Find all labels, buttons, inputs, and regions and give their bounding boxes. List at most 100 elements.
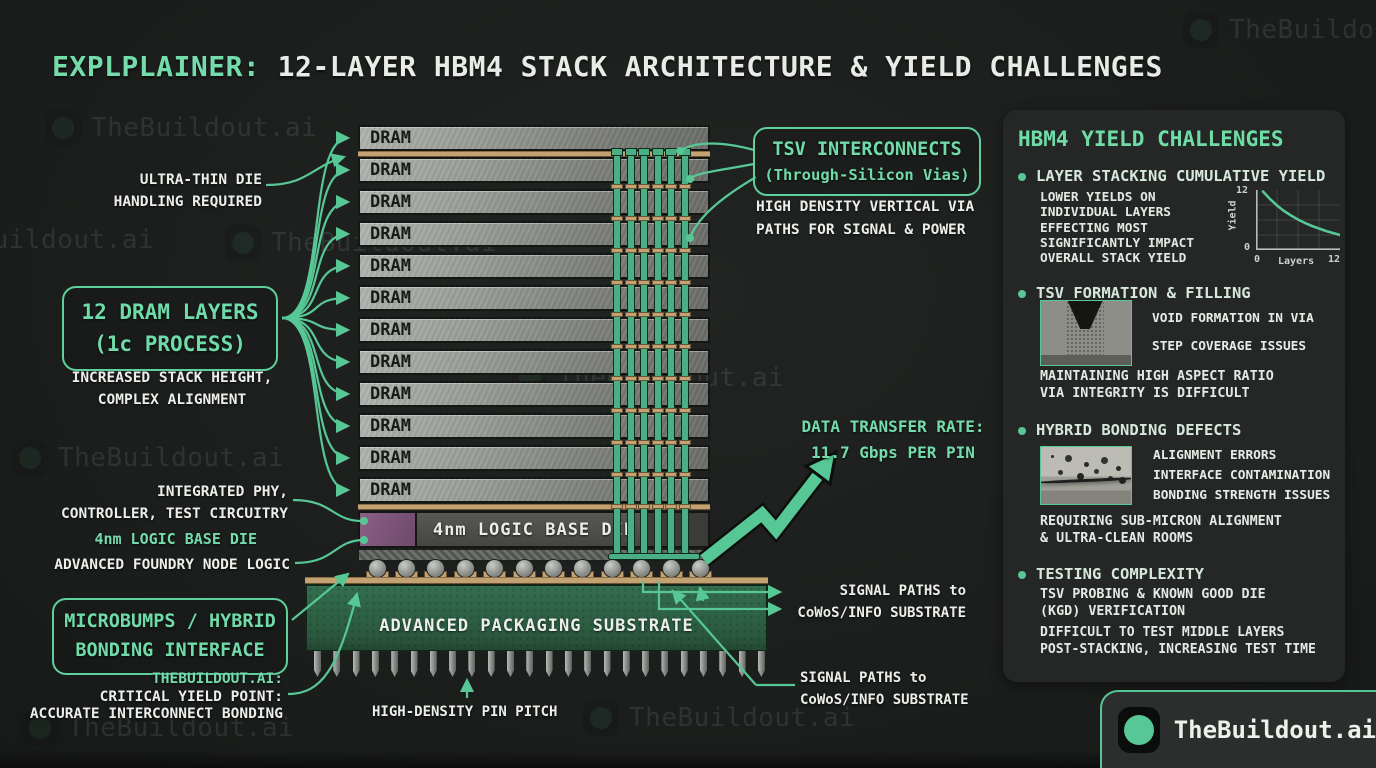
dram-layer: DRAM bbox=[358, 125, 710, 151]
yield-curve-svg bbox=[1256, 190, 1342, 251]
watermark-logo-dot bbox=[590, 707, 612, 729]
section-body-testing-1: TSV PROBING & KNOWN GOOD DIE (KGD) VERIF… bbox=[1040, 587, 1266, 620]
substrate-pin bbox=[526, 651, 534, 677]
signal-bottom-line1: SIGNAL PATHS to bbox=[800, 670, 927, 686]
foundry-note: ADVANCED FOUNDRY NODE LOGIC bbox=[54, 557, 290, 573]
section-body-stacking: LOWER YIELDS ON INDIVIDUAL LAYERS EFFECT… bbox=[1040, 190, 1195, 267]
tsv-pad bbox=[638, 503, 650, 509]
tsv-pad bbox=[665, 215, 677, 221]
dram-fan-arrow bbox=[281, 316, 351, 338]
tsv-pad bbox=[638, 247, 650, 253]
microbumps-box-line1: MICROBUMPS / HYBRID bbox=[64, 611, 276, 632]
signal-top-line2: CoWoS/INFO SUBSTRATE bbox=[797, 604, 966, 621]
tsv-pad bbox=[638, 311, 650, 317]
x-min-tick: 0 bbox=[1254, 254, 1261, 265]
dram-box-line1: 12 DRAM LAYERS bbox=[81, 300, 259, 324]
tsv-pad bbox=[678, 247, 691, 253]
logic-die-label: 4nm LOGIC BASE DIE bbox=[432, 519, 636, 540]
yield-curve bbox=[1261, 190, 1342, 237]
section-body-tsv: MAINTAINING HIGH ASPECT RATIO VIA INTEGR… bbox=[1040, 369, 1274, 402]
tsv-pad bbox=[665, 503, 677, 509]
tsv-pad bbox=[624, 311, 637, 317]
microbump bbox=[455, 559, 475, 578]
tsv-pad bbox=[611, 215, 623, 221]
watermark-text: TheBuildout.ai bbox=[629, 703, 856, 733]
tsv-note-line2: PATHS FOR SIGNAL & POWER bbox=[756, 222, 966, 239]
microbump bbox=[690, 559, 710, 578]
tsv-pad bbox=[638, 439, 650, 445]
watermark-logo-icon bbox=[12, 440, 48, 476]
section-header-tsv: TSV FORMATION & FILLING bbox=[1018, 284, 1251, 302]
x-max-tick: 12 bbox=[1328, 254, 1341, 265]
dram-fan-arrows bbox=[281, 130, 351, 498]
stack-note-line1: INCREASED STACK HEIGHT, bbox=[71, 370, 273, 386]
tsv-pad bbox=[665, 279, 677, 285]
strength-issues-label: BONDING STRENGTH ISSUES bbox=[1153, 488, 1331, 503]
substrate-pin bbox=[468, 651, 476, 677]
substrate-pin bbox=[603, 651, 611, 677]
tsv-pad bbox=[651, 215, 664, 221]
brand-logo-icon bbox=[1118, 707, 1160, 753]
tsv-pad bbox=[665, 471, 677, 477]
dram-layers-box: 12 DRAM LAYERS (1c PROCESS) bbox=[62, 286, 278, 371]
watermark-text: TheBuildout.ai bbox=[58, 443, 285, 473]
brand-card: TheBuildout.ai bbox=[1100, 690, 1376, 768]
substrate-pin bbox=[661, 651, 669, 677]
data-rate-arrow bbox=[698, 449, 839, 567]
dram-layer: DRAM bbox=[358, 317, 710, 343]
ultra-thin-connector bbox=[265, 153, 347, 187]
bonding-layer-strip bbox=[358, 151, 710, 157]
tsv-pad bbox=[665, 343, 677, 349]
tsv-micrograph bbox=[1040, 300, 1132, 366]
tsv-column bbox=[667, 152, 675, 557]
tsv-pad bbox=[611, 407, 623, 413]
substrate-pin bbox=[507, 651, 514, 677]
dram-layer: DRAM bbox=[358, 253, 710, 279]
section-header-bonding: HYBRID BONDING DEFECTS bbox=[1018, 421, 1241, 439]
tsv-column bbox=[653, 152, 662, 557]
dram-layer-label: DRAM bbox=[370, 320, 411, 340]
dram-layer-label: DRAM bbox=[370, 288, 411, 308]
watermark-logo-icon bbox=[22, 710, 58, 746]
tsv-pad bbox=[611, 311, 623, 317]
tsv-pad bbox=[611, 375, 623, 381]
data-rate-note: DATA TRANSFER RATE: 11.7 Gbps PER PIN bbox=[793, 414, 993, 467]
tsv-pad bbox=[624, 439, 637, 445]
substrate-top-strip bbox=[305, 577, 768, 584]
substrate-pin bbox=[757, 651, 765, 677]
substrate-pin bbox=[352, 651, 360, 677]
tsv-pad bbox=[624, 375, 637, 381]
dram-layer-label: DRAM bbox=[370, 384, 411, 404]
dram-fan-arrow bbox=[281, 290, 351, 320]
stack-height-note: INCREASED STACK HEIGHT, COMPLEX ALIGNMEN… bbox=[52, 368, 292, 412]
tsv-pad bbox=[611, 183, 623, 189]
contamination-label: INTERFACE CONTAMINATION bbox=[1153, 468, 1331, 483]
tsv-pad bbox=[678, 407, 691, 413]
substrate-pin bbox=[410, 651, 418, 677]
watermark: TheBuildout.ai bbox=[1183, 12, 1376, 48]
tsv-pad bbox=[638, 471, 650, 477]
watermark-logo-icon bbox=[45, 110, 81, 146]
bullet-icon bbox=[1018, 289, 1026, 298]
tsv-box-line1: TSV INTERCONNECTS bbox=[772, 139, 962, 160]
tsv-pad bbox=[638, 215, 650, 221]
signal-bottom-note: SIGNAL PATHS to CoWoS/INFO SUBSTRATE bbox=[800, 668, 969, 711]
dram-layer: DRAM bbox=[358, 189, 710, 215]
signal-top-line1: SIGNAL PATHS to bbox=[839, 583, 966, 599]
tsv-pad bbox=[624, 503, 637, 509]
microbump bbox=[485, 559, 505, 578]
bullet-icon bbox=[1018, 172, 1026, 181]
tsv-column bbox=[613, 152, 621, 557]
dram-layer: DRAM bbox=[358, 381, 710, 407]
substrate-pin bbox=[642, 651, 650, 677]
tsv-pad bbox=[678, 439, 691, 445]
substrate-pin bbox=[584, 651, 592, 677]
step-coverage-label: STEP COVERAGE ISSUES bbox=[1152, 339, 1307, 354]
tsv-pad bbox=[651, 407, 664, 413]
watermark-logo-icon bbox=[225, 225, 261, 261]
tsv-pad bbox=[651, 183, 664, 189]
tsv-pad bbox=[651, 279, 664, 285]
watermark-text: TheBuildout.ai bbox=[0, 225, 155, 255]
tsv-pad bbox=[611, 471, 623, 477]
